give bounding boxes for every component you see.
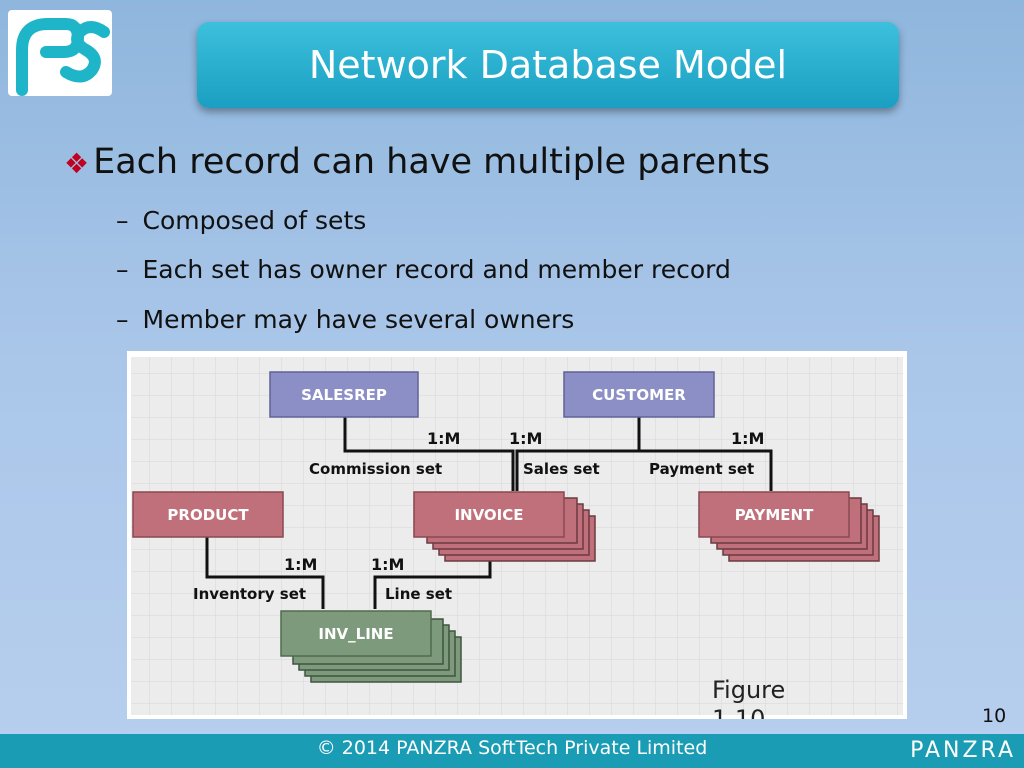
set-label: Payment set [649, 460, 754, 478]
footer-brand-logo: PANZRA [910, 738, 1016, 763]
record-label: PRODUCT [167, 506, 249, 524]
record-salesrep: SALESREP [269, 371, 419, 418]
panzra-logo [8, 10, 112, 96]
main-bullet-text: Each record can have multiple parents [93, 142, 771, 182]
set-label: Sales set [523, 460, 600, 478]
dash-icon: – [116, 255, 129, 284]
connector-lines [205, 417, 773, 609]
set-label: Inventory set [193, 585, 306, 603]
record-product: PRODUCT [132, 491, 284, 538]
record-label: INVOICE [454, 506, 523, 524]
cardinality-label: 1:M [371, 555, 404, 574]
network-model-figure: SALESREP CUSTOMER PRODUCT INVOICE [127, 351, 907, 719]
slide-title: Network Database Model [308, 43, 788, 87]
set-label: Line set [385, 585, 452, 603]
record-label: CUSTOMER [592, 386, 686, 404]
dash-icon: – [116, 206, 129, 235]
record-label: SALESREP [301, 386, 387, 404]
figure-caption-number: 1.10 [712, 705, 765, 719]
sub-bullet-text: Each set has owner record and member rec… [142, 255, 731, 284]
sub-bullet-text: Composed of sets [142, 206, 367, 235]
cardinality-label: 1:M [427, 429, 460, 448]
record-payment: PAYMENT [698, 491, 880, 562]
cardinality-label: 1:M [284, 555, 317, 574]
record-invoice: INVOICE [413, 491, 596, 562]
record-label: PAYMENT [735, 506, 814, 524]
ps-logo-icon [16, 18, 110, 96]
record-label: INV_LINE [318, 625, 393, 643]
diamond-bullet-icon: ❖ [64, 147, 90, 180]
sub-bullet-text: Member may have several owners [142, 305, 575, 334]
dash-icon: – [116, 305, 129, 334]
footer-bar: © 2014 PANZRA SoftTech Private Limited P… [0, 734, 1024, 768]
record-customer: CUSTOMER [563, 371, 715, 418]
sub-bullet: –Member may have several owners [116, 305, 574, 334]
set-label: Commission set [309, 460, 442, 478]
cardinality-label: 1:M [509, 429, 542, 448]
figure-caption: Figure [712, 676, 785, 704]
copyright-text: © 2014 PANZRA SoftTech Private Limited [316, 737, 708, 759]
slide-number: 10 [982, 705, 1007, 727]
cardinality-label: 1:M [731, 429, 764, 448]
network-model-diagram: SALESREP CUSTOMER PRODUCT INVOICE [131, 357, 903, 719]
main-bullet: ❖Each record can have multiple parents [64, 142, 770, 182]
sub-bullet: –Composed of sets [116, 206, 366, 235]
slide-title-bar: Network Database Model [197, 22, 899, 108]
sub-bullet: –Each set has owner record and member re… [116, 255, 731, 284]
record-inv-line: INV_LINE [280, 610, 462, 683]
